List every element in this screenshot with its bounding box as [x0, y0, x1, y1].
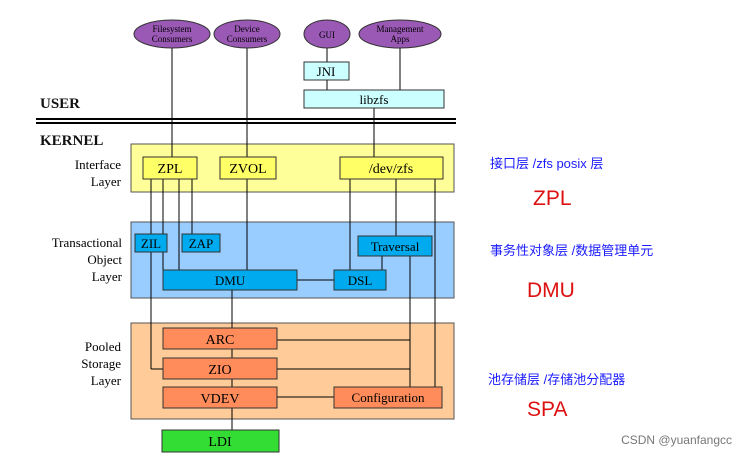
zio-label: ZIO — [208, 363, 231, 378]
traversal-box: Traversal — [357, 235, 433, 257]
annotation-zpl-desc: 接口层 /zfs posix 层 — [490, 156, 603, 171]
zil-label: ZIL — [141, 236, 161, 251]
arc-box: ARC — [162, 327, 278, 350]
annotation-zpl-abbr: ZPL — [533, 187, 572, 210]
transactional-layer-label-3: Layer — [92, 269, 123, 284]
consumer-device: Device Consumers — [213, 19, 281, 49]
vdev-box: VDEV — [162, 386, 278, 409]
jni-box: JNI — [303, 61, 350, 81]
consumer-filesystem-line2: Consumers — [152, 34, 193, 44]
watermark: CSDN @yuanfangcc — [621, 433, 732, 447]
consumer-gui-line1: GUI — [319, 30, 335, 40]
pooled-layer-label-1: Pooled — [85, 339, 122, 354]
dsl-label: DSL — [348, 273, 373, 288]
consumer-device-line1: Device — [234, 24, 259, 34]
traversal-label: Traversal — [371, 239, 420, 254]
devzfs-box: /dev/zfs — [339, 156, 444, 180]
dmu-box: DMU — [162, 269, 298, 291]
consumer-device-line2: Consumers — [227, 34, 268, 44]
pooled-layer-label-2: Storage — [81, 356, 121, 371]
consumer-management: Management Apps — [358, 19, 442, 49]
libzfs-label: libzfs — [360, 92, 389, 107]
consumer-filesystem: Filesystem Consumers — [133, 19, 211, 49]
interface-layer-label-2: Layer — [91, 174, 122, 189]
annotation-dmu-abbr: DMU — [527, 279, 575, 302]
dmu-label: DMU — [215, 273, 246, 288]
zpl-box: ZPL — [142, 156, 198, 180]
interface-layer-label-1: Interface — [75, 157, 121, 172]
zvol-box: ZVOL — [219, 156, 277, 180]
configuration-box: Configuration — [333, 386, 443, 409]
zpl-label: ZPL — [158, 162, 183, 177]
arc-label: ARC — [206, 333, 235, 348]
transactional-layer-label-2: Object — [87, 252, 122, 267]
devzfs-label: /dev/zfs — [369, 162, 413, 177]
zil-box: ZIL — [134, 233, 168, 253]
ldi-box: LDI — [161, 429, 280, 453]
consumer-gui: GUI — [303, 19, 351, 49]
kernel-label: KERNEL — [40, 133, 103, 149]
vdev-label: VDEV — [201, 392, 240, 407]
pooled-layer-label-3: Layer — [91, 373, 122, 388]
annotation-spa-desc: 池存储层 /存储池分配器 — [488, 372, 625, 387]
jni-label: JNI — [317, 64, 336, 79]
zio-box: ZIO — [162, 357, 278, 380]
zvol-label: ZVOL — [229, 162, 266, 177]
zap-label: ZAP — [189, 236, 214, 251]
annotation-dmu-desc: 事务性对象层 /数据管理单元 — [490, 243, 653, 258]
ldi-label: LDI — [208, 435, 232, 450]
user-label: USER — [40, 96, 80, 112]
connector-lines — [150, 48, 436, 430]
zap-box: ZAP — [181, 233, 221, 253]
consumer-management-line1: Management — [377, 24, 424, 34]
libzfs-box: libzfs — [303, 89, 445, 109]
dsl-box: DSL — [333, 269, 387, 291]
consumer-management-line2: Apps — [390, 34, 409, 44]
configuration-label: Configuration — [352, 390, 425, 405]
transactional-layer-label-1: Transactional — [52, 235, 123, 250]
consumer-filesystem-line1: Filesystem — [152, 24, 191, 34]
annotation-spa-abbr: SPA — [527, 398, 567, 421]
